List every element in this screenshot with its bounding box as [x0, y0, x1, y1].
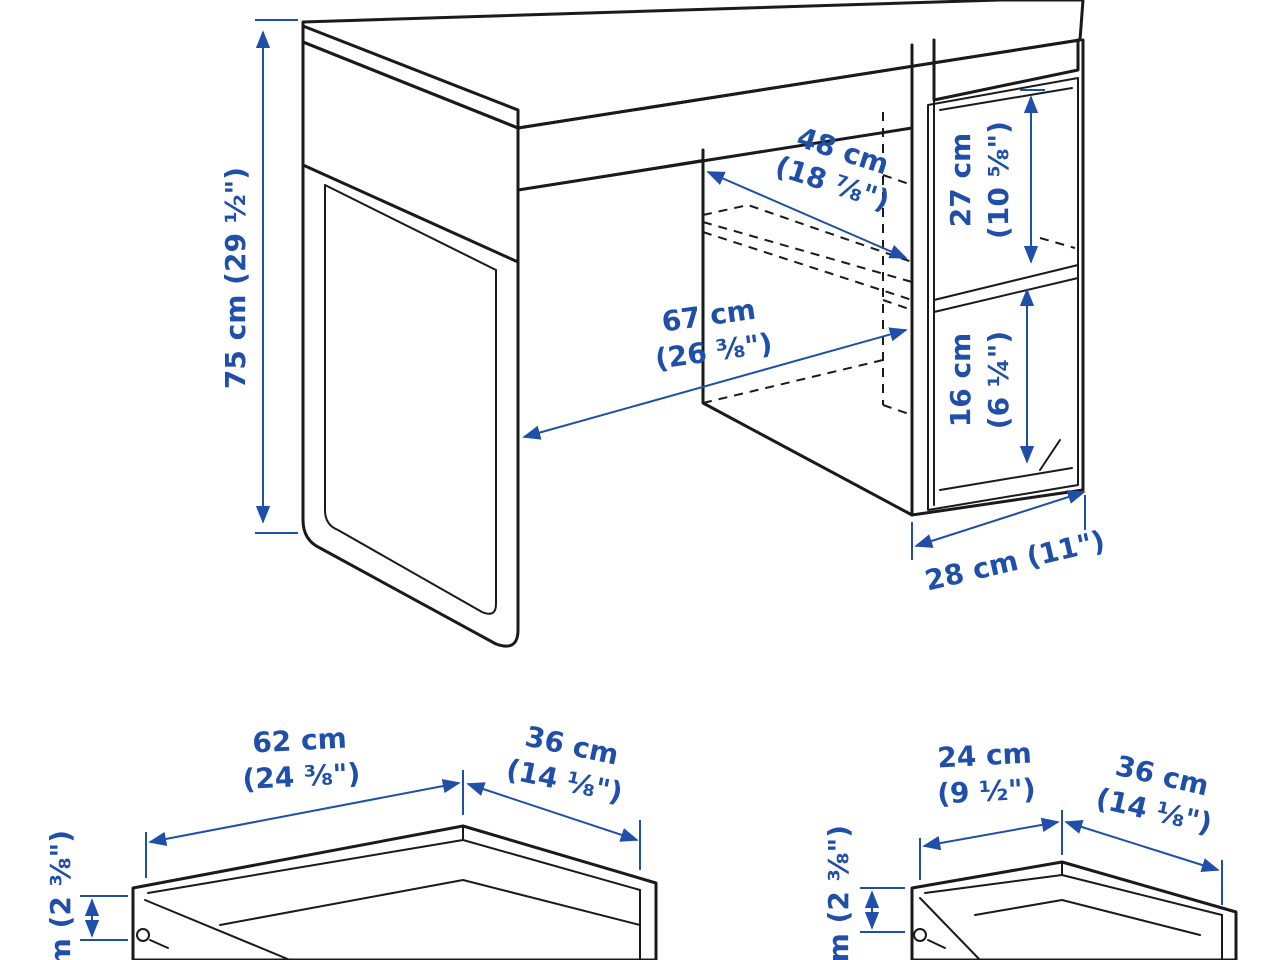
left-side-panel: [301, 40, 520, 648]
desk-top: [301, 0, 1085, 130]
right-cabinet: [910, 38, 1085, 517]
large-drawer-width-cm-label: 62 cm: [251, 722, 347, 760]
small-drawer-drawing: [910, 860, 1238, 960]
large-drawer-width-in-label: (24 ⅜"): [242, 757, 361, 796]
large-drawer-drawing: [131, 824, 658, 960]
lower-opening-cm-label: 16 cm: [944, 333, 977, 428]
large-drawer-dimensions: [80, 770, 641, 941]
small-drawer-dimensions: [860, 810, 1223, 933]
large-drawer-labels: 62 cm (24 ⅜") 36 cm (14 ⅛") m (2 ⅜"): [44, 720, 626, 960]
desk-dimensions: [255, 19, 1086, 560]
lower-opening-in-label: (6 ¼"): [982, 331, 1015, 429]
upper-opening-cm-label: 27 cm: [944, 133, 977, 228]
desk-height-label: 75 cm (29 ½"): [219, 167, 252, 389]
desk-labels: 75 cm (29 ½") 67 cm (26 ⅜") 48 cm (18 ⅞"…: [219, 121, 1108, 598]
large-drawer-height-label: m (2 ⅜"): [44, 830, 77, 960]
small-drawer-width-in-label: (9 ½"): [936, 772, 1036, 810]
small-drawer-width-cm-label: 24 cm: [936, 737, 1032, 775]
front-apron: [516, 126, 914, 264]
small-drawer-height-label: m (2 ⅜"): [822, 825, 855, 960]
upper-opening-in-label: (10 ⅝"): [982, 121, 1015, 239]
